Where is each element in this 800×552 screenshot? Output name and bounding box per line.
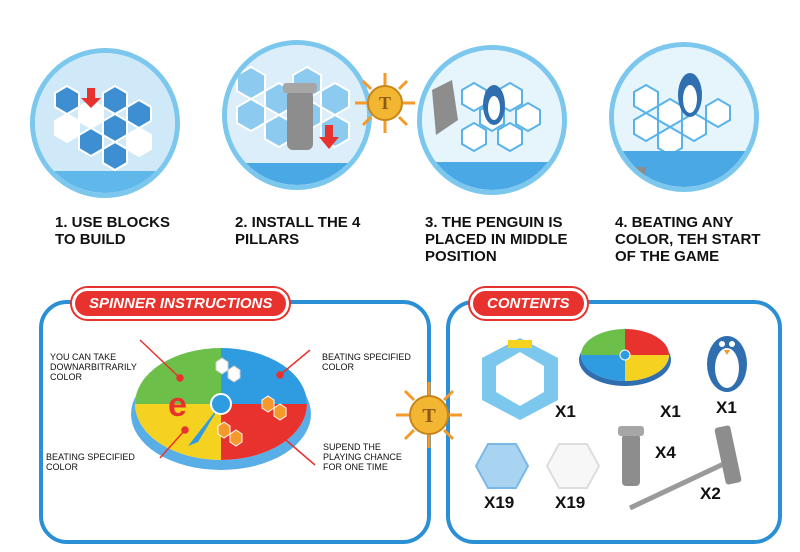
step-3-label: 3. THE PENGUIN IS PLACED IN MIDDLE POSIT… bbox=[425, 214, 568, 265]
contents-frame-qty: X1 bbox=[555, 402, 576, 421]
step-1-image bbox=[30, 48, 180, 198]
spinner-connectors bbox=[139, 339, 316, 466]
step-1-label: 1. USE BLOCKS TO BUILD bbox=[55, 214, 171, 248]
coin-bottom-letter: T bbox=[422, 405, 436, 427]
svg-text:e: e bbox=[168, 386, 187, 424]
contents-frame-image bbox=[478, 336, 562, 422]
spinner-note-green: YOU CAN TAKE DOWNARBITRARILY COLOR bbox=[50, 352, 137, 382]
coin-bottom: T bbox=[396, 382, 462, 448]
contents-spinner-qty: X1 bbox=[660, 402, 681, 421]
spinner-title: SPINNER INSTRUCTIONS bbox=[72, 288, 290, 319]
contents-penguin-image bbox=[706, 326, 748, 394]
spinner-note-yellow: SUPEND THE PLAYING CHANCE FOR ONE TIME bbox=[323, 442, 402, 472]
contents-panel bbox=[446, 300, 782, 544]
step-4-image bbox=[609, 42, 759, 192]
contents-white-block-qty: X19 bbox=[555, 493, 586, 512]
contents-blue-block-qty: X19 bbox=[484, 493, 515, 512]
contents-hammer-qty: X2 bbox=[700, 484, 721, 503]
contents-hammer-image bbox=[620, 420, 760, 516]
step-2-image bbox=[222, 40, 372, 190]
contents-blue-block-image bbox=[474, 442, 530, 490]
contents-title: CONTENTS bbox=[470, 288, 587, 319]
step-4-label: 4. BEATING ANY COLOR, TEH START OF THE G… bbox=[615, 214, 761, 265]
spinner-note-blue: BEATING SPECIFIED COLOR bbox=[46, 452, 135, 472]
contents-spinner-image bbox=[578, 322, 672, 388]
contents-penguin-qty: X1 bbox=[716, 398, 737, 417]
spinner-note-red: BEATING SPECIFIED COLOR bbox=[322, 352, 411, 372]
coin-top: T bbox=[355, 73, 415, 133]
contents-pillar-qty: X4 bbox=[655, 443, 676, 462]
coin-top-letter: T bbox=[379, 93, 391, 113]
contents-white-block-image bbox=[545, 442, 601, 490]
step-3-image bbox=[417, 45, 567, 195]
step-2-label: 2. INSTALL THE 4 PILLARS bbox=[235, 214, 361, 248]
contents-pillar-image bbox=[616, 424, 646, 490]
